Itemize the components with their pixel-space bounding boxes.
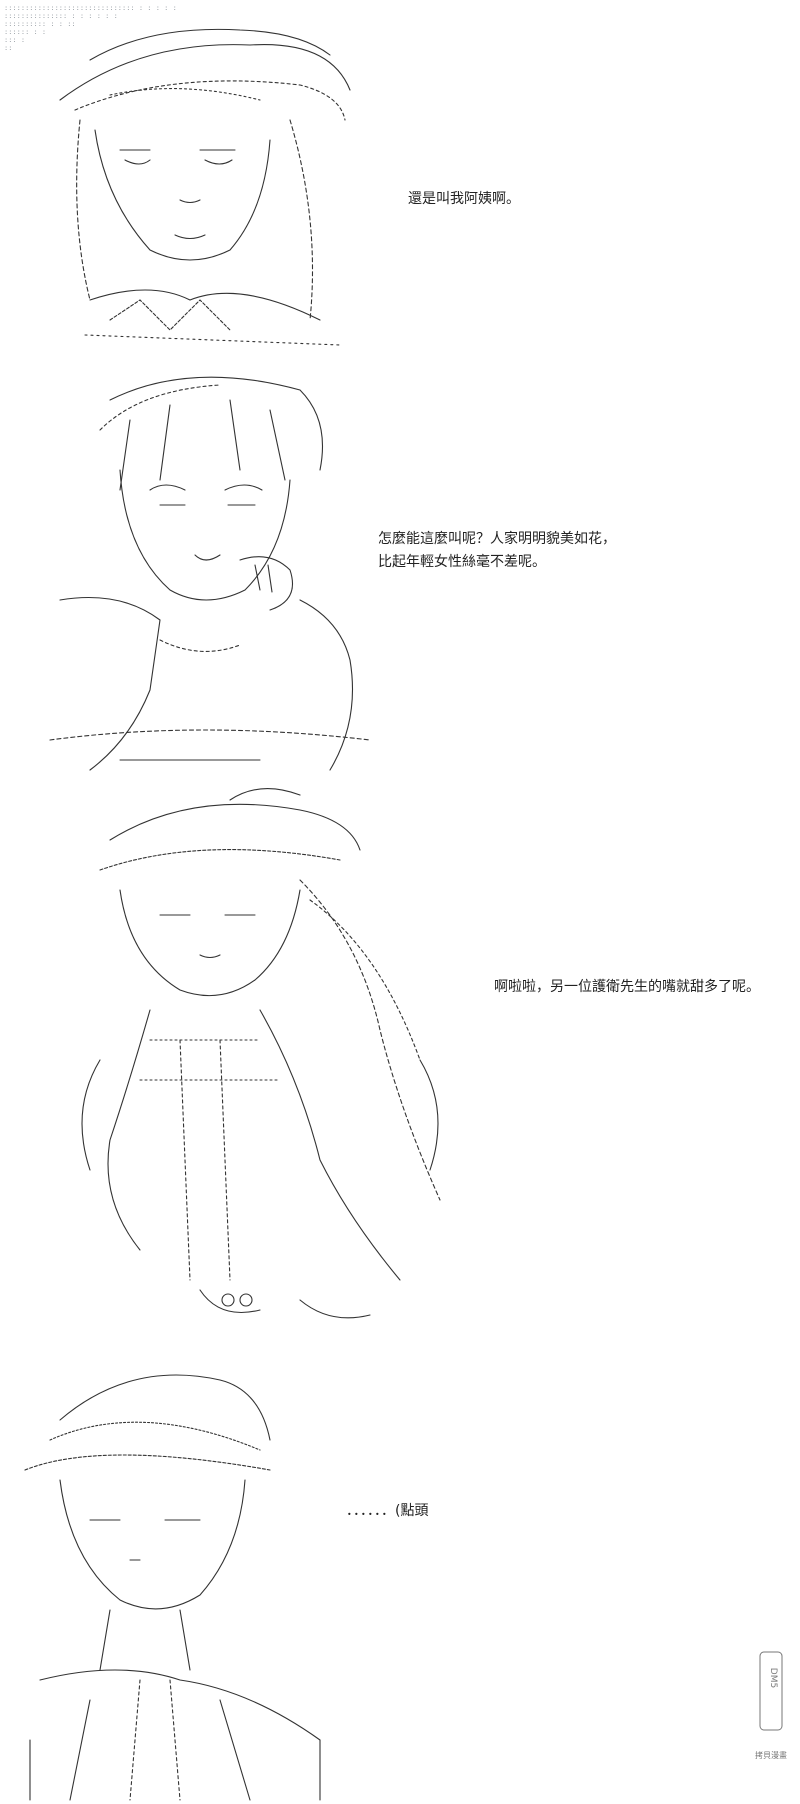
panel-4: ．．．．．．(點頭 [0,1340,800,1804]
panel-1-caption: 還是叫我阿姨啊。 [408,191,520,207]
panel-2-caption: 怎麼能這麼叫呢？人家明明貌美如花， 比起年輕女性絲毫不差呢。 [378,531,616,571]
panel-3-caption: 啊啦啦，另一位護衛先生的嘴就甜多了呢。 [494,979,760,995]
panel-1: 還是叫我阿姨啊。 [0,0,800,360]
ascii-art-man-nodding [0,1340,800,1804]
ascii-art-woman-smiling [0,360,800,780]
panel-4-caption: ．．．．．．(點頭 [346,1503,429,1519]
ascii-art-woman-in-hat [0,0,800,360]
panel-3: 啊啦啦，另一位護衛先生的嘴就甜多了呢。 [0,780,800,1340]
panel-2: 怎麼能這麼叫呢？人家明明貌美如花， 比起年輕女性絲毫不差呢。 [0,360,800,780]
watermark-logo: DM5 拷貝漫畫 [754,1648,788,1798]
watermark-logo-text: DM5 [768,1668,778,1688]
header-dot-texture: ::::::::::::::::::::::::::::::: : : : : … [4,4,177,52]
watermark-text: 拷貝漫畫 [755,1750,787,1760]
dm5-logo-icon: DM5 [759,1651,783,1731]
ascii-art-woman-full-body [0,780,800,1340]
